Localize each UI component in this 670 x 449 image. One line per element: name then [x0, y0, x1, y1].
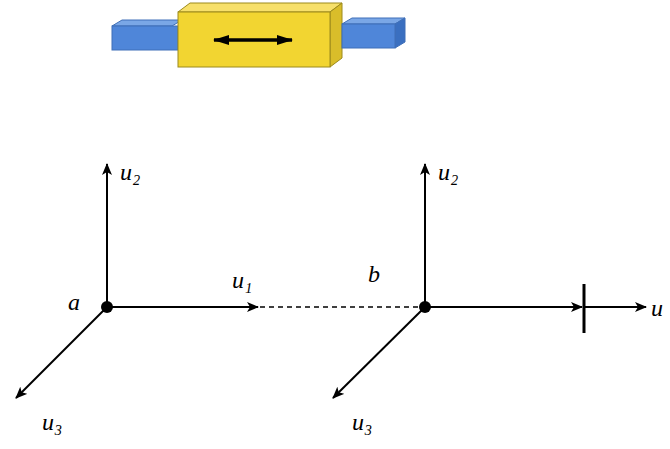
axis-label: u₁	[232, 268, 252, 292]
axis-label: a	[68, 290, 80, 314]
axis-label: u₂	[438, 160, 458, 184]
bushing-illustration	[112, 3, 405, 67]
dashed-link	[260, 306, 420, 308]
node-dot	[101, 301, 113, 313]
node-dot	[419, 301, 431, 313]
axis-label: u	[651, 296, 663, 320]
axis-label: u₃	[42, 410, 62, 434]
axis-label: b	[368, 262, 380, 286]
axis-label: u₂	[120, 160, 140, 184]
axis-label: u₃	[352, 410, 372, 434]
coordinate-frame-a	[16, 164, 258, 398]
coordinate-frame-b	[333, 164, 646, 398]
